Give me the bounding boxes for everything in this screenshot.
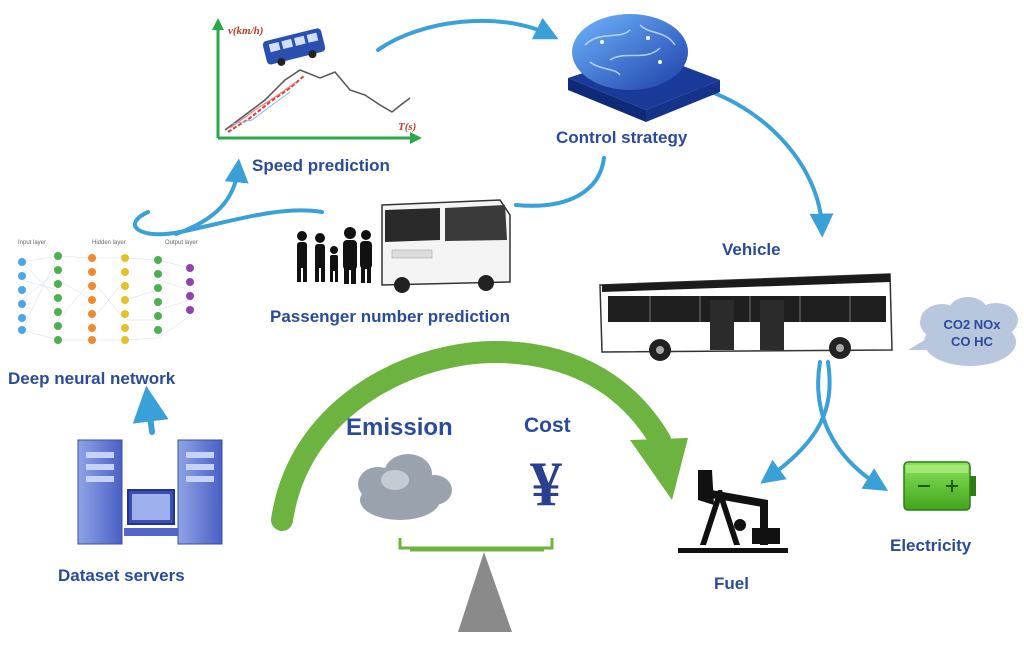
oil-pump-icon — [678, 470, 788, 553]
label-fuel: Fuel — [714, 574, 749, 593]
balance-scale-icon — [398, 538, 554, 632]
arrow-vehicle-to-electricity — [816, 360, 889, 492]
label-control-strategy: Control strategy — [556, 128, 688, 147]
speed-actual-line — [224, 69, 411, 131]
bus-front-icon — [381, 199, 511, 293]
emissions-cloud-text: CO2 NOx CO HC — [932, 316, 1012, 350]
label-emission: Emission — [346, 414, 453, 441]
label-cost: Cost — [524, 414, 571, 437]
speed-predicted-line-2 — [229, 81, 297, 129]
label-vehicle: Vehicle — [722, 240, 781, 259]
dnn-input-layer-label: Input layer — [18, 240, 46, 246]
emissions-cloud-icon — [908, 297, 1018, 366]
label-deep-neural-network: Deep neural network — [8, 369, 176, 388]
label-passenger-number-prediction: Passenger number prediction — [270, 307, 510, 326]
arrow-control-to-vehicle — [698, 86, 834, 238]
label-electricity: Electricity — [890, 536, 972, 555]
label-dataset-servers: Dataset servers — [58, 566, 185, 585]
brain-chip-icon — [568, 14, 720, 122]
speed-predicted-line-1 — [227, 74, 306, 133]
speed-chart: v(km/h) T(s) — [212, 18, 422, 144]
emissions-line-2: CO HC — [951, 334, 993, 349]
speed-x-axis-label: T(s) — [398, 121, 416, 133]
arrow-dnn-loop-left — [133, 208, 324, 237]
arrow-speed-to-control — [376, 17, 559, 52]
bus-icon-chart — [262, 28, 326, 66]
dnn-hidden-layer-label: Hidden layer — [92, 240, 126, 246]
emission-cloud-icon — [358, 454, 452, 520]
dnn-output-layer-label: Output layer — [165, 240, 198, 246]
arrow-vehicle-to-fuel — [760, 360, 832, 484]
dataset-servers-icon — [77, 439, 223, 545]
yen-icon: ¥ — [530, 448, 562, 519]
arrow-servers-to-dnn — [132, 385, 169, 435]
label-speed-prediction: Speed prediction — [252, 156, 390, 175]
arrow-control-to-passenger — [514, 156, 606, 208]
cycle-arrows — [132, 17, 889, 492]
arrow-dnn-to-speed — [174, 158, 249, 236]
neural-network-icon: Input layer Hidden layer Output layer — [18, 240, 198, 344]
speed-y-axis-label: v(km/h) — [228, 25, 263, 37]
battery-icon — [903, 461, 976, 511]
speed-predicted-line-3 — [231, 91, 291, 125]
emissions-line-1: CO2 NOx — [943, 317, 1001, 332]
bus-side-icon — [599, 273, 893, 361]
passengers-silhouette — [297, 227, 372, 284]
balance-arrow — [271, 340, 688, 531]
